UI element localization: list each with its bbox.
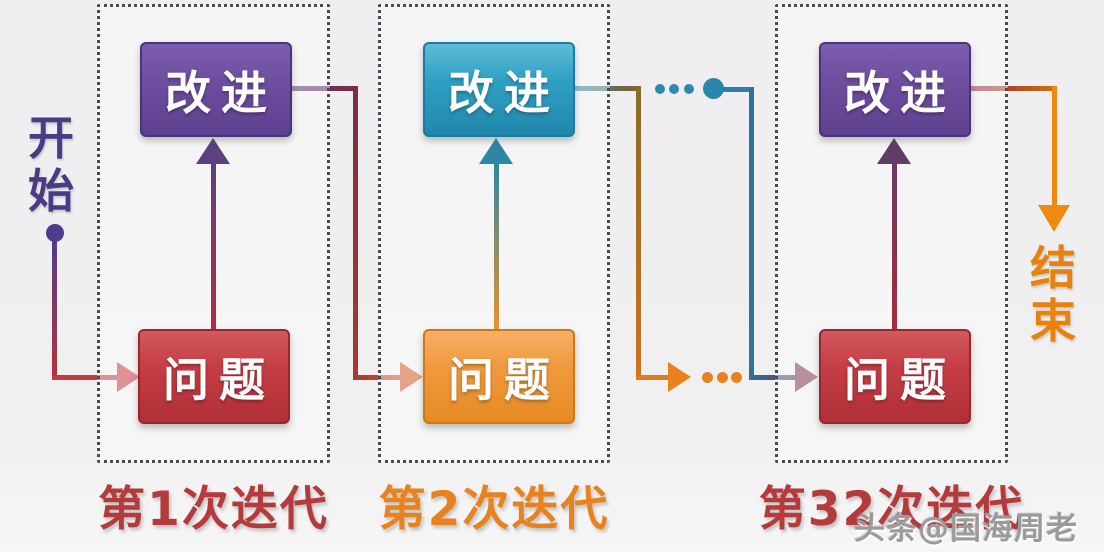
iter1-improve-label: 改进: [165, 65, 277, 120]
iter1-problem-label: 问题: [163, 352, 275, 407]
connector-iter1-to-iter2-top: [292, 86, 356, 91]
ellipsis-dot: [669, 84, 679, 94]
iter32-improve-label: 改进: [844, 65, 956, 120]
ellipsis-dot: [731, 372, 742, 383]
start-arrow-icon: [117, 362, 140, 392]
start-connector-horizontal: [52, 375, 118, 380]
watermark: 头条@国海周老师: [854, 511, 1078, 547]
iter32-up-arrow-icon: [877, 138, 911, 164]
iter2-problem-box: 问题: [423, 329, 575, 424]
start-label: 开始: [28, 111, 74, 218]
iter2-improve-box: 改进: [423, 42, 575, 137]
end-arrow-icon: [1038, 205, 1070, 232]
iter32-problem-label: 问题: [844, 352, 956, 407]
connector-iter1-to-iter2-bottom: [353, 375, 401, 380]
ellipsis-dot: [684, 84, 694, 94]
iter1-up-arrow-icon: [196, 138, 230, 164]
iter2-problem-label: 问题: [448, 352, 560, 407]
connector-iter2-out-bottom: [636, 375, 670, 380]
connector-iter32-to-end-top: [971, 86, 1057, 91]
connector-to-iter32-bottom: [749, 375, 797, 380]
ellipsis-dot: [717, 372, 728, 383]
iter32-problem-box: 问题: [819, 329, 971, 424]
connector-to-iter32-vertical: [749, 87, 754, 380]
iter32-improve-box: 改进: [819, 42, 971, 137]
end-label: 结束: [1030, 241, 1076, 348]
connector-to-iter32-top: [722, 87, 754, 92]
ellipsis-dot: [702, 372, 713, 383]
ellipsis-dot: [655, 84, 665, 94]
iter2-up-arrow-icon: [479, 138, 513, 164]
iter2-caption: 第2次迭代: [378, 482, 610, 537]
iter1-problem-to-improve-line: [211, 162, 216, 329]
connector-iter1-to-iter2-vertical: [353, 86, 358, 380]
connector-iter32-to-end-vertical: [1052, 86, 1057, 208]
hidden-iteration-node-dot: [703, 78, 724, 99]
iter32-problem-to-improve-line: [892, 162, 897, 329]
iter1-caption: 第1次迭代: [98, 482, 329, 537]
iter32-caption: 第32次迭代: [758, 482, 1025, 537]
iter2-problem-to-improve-line: [494, 162, 499, 329]
iter1-problem-box: 问题: [138, 329, 290, 424]
iter2-out-arrow-icon: [668, 362, 691, 392]
iter2-problem-arrow-icon: [400, 362, 423, 392]
iter2-improve-label: 改进: [448, 65, 560, 120]
iter32-problem-arrow-icon: [795, 362, 818, 392]
iter1-improve-box: 改进: [140, 42, 292, 137]
start-dot: [46, 224, 64, 242]
connector-iter2-out-vertical: [636, 86, 641, 380]
start-connector-vertical: [52, 239, 57, 377]
